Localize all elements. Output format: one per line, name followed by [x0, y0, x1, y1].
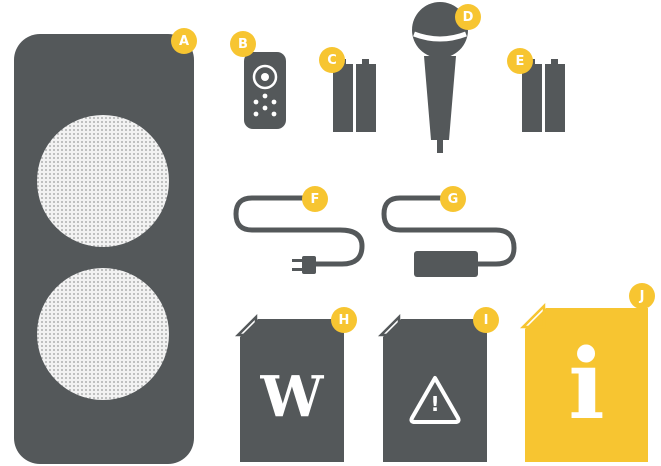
badge-h: H	[331, 307, 357, 333]
badge-d: D	[455, 4, 481, 30]
speaker-icon	[14, 34, 194, 464]
power-cord-icon	[236, 198, 362, 274]
badge-e: E	[507, 48, 533, 74]
warning-mark: !	[423, 392, 447, 416]
badge-i: I	[473, 307, 499, 333]
badge-f: F	[302, 186, 328, 212]
wiki-letter: W	[240, 365, 344, 429]
badge-c: C	[319, 47, 345, 73]
badge-g: G	[440, 186, 466, 212]
remote-control-icon	[244, 52, 286, 129]
badge-a: A	[171, 28, 197, 54]
info-letter: i	[525, 330, 648, 440]
warning-document-icon	[381, 317, 487, 462]
badge-b: B	[230, 31, 256, 57]
badge-j: J	[629, 283, 655, 309]
